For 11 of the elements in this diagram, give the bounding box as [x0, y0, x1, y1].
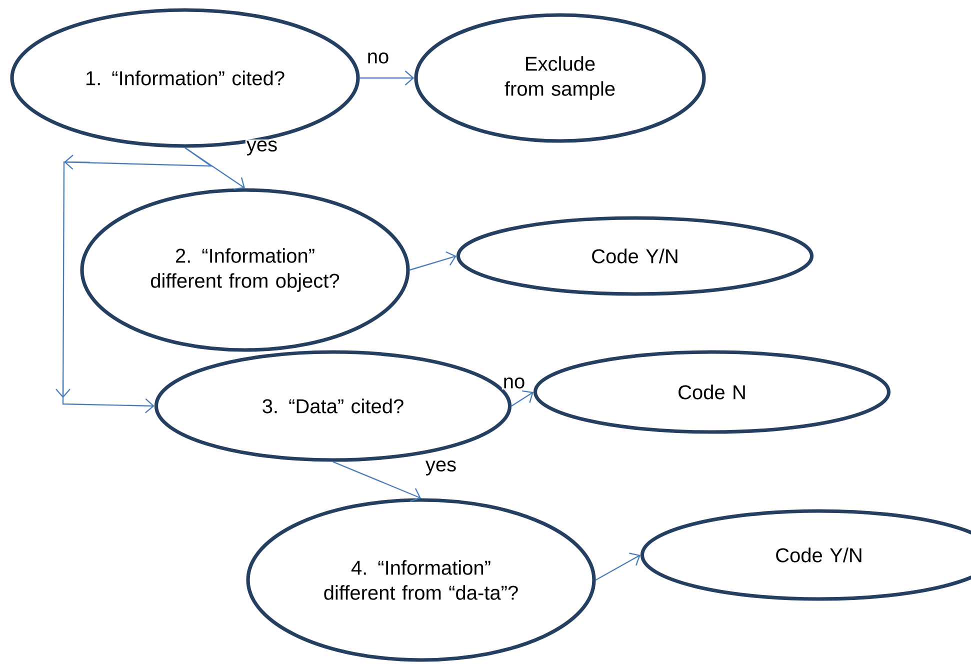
- arrow: [56, 147, 213, 414]
- arrow: [410, 251, 456, 271]
- arrow: [184, 147, 245, 190]
- edge-label: yes: [245, 140, 279, 156]
- edge-label: no: [502, 376, 526, 390]
- arrow: [332, 461, 421, 502]
- edge-label: no: [366, 52, 390, 64]
- edge-label: yes: [424, 460, 458, 476]
- arrow: [596, 552, 640, 581]
- arrow: [511, 390, 534, 407]
- arrow: [360, 70, 414, 86]
